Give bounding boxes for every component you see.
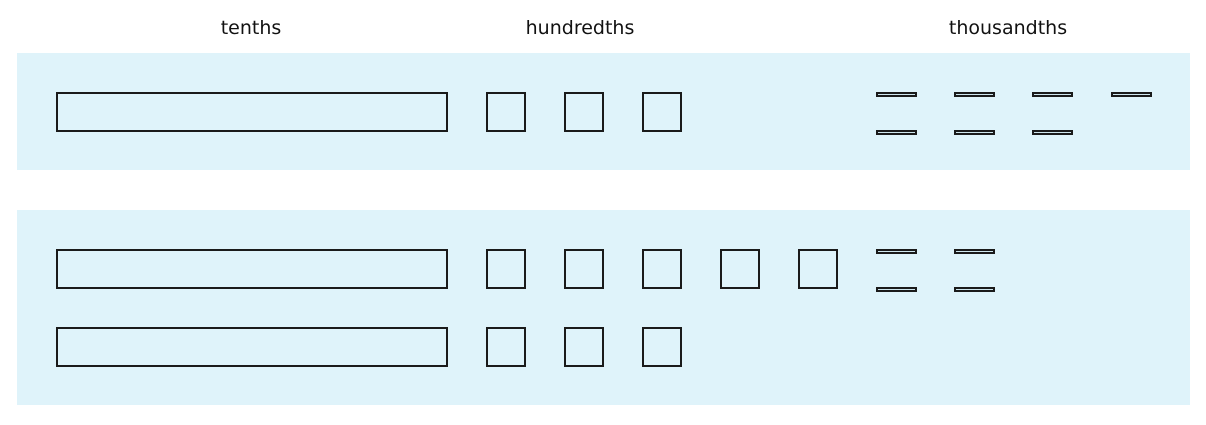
thousandth-block (954, 287, 995, 292)
thousandth-block (954, 130, 995, 135)
thousandth-block (876, 249, 917, 254)
tenth-block (56, 327, 448, 367)
hundredth-block (486, 327, 526, 367)
thousandth-block (1032, 92, 1073, 97)
hundredth-block (564, 92, 604, 132)
panel-bottom (17, 210, 1190, 405)
hundredth-block (642, 327, 682, 367)
thousandth-block (876, 130, 917, 135)
hundredth-block (798, 249, 838, 289)
thousandth-block (876, 287, 917, 292)
thousandth-block (876, 92, 917, 97)
hundredth-block (486, 249, 526, 289)
hundredth-block (642, 92, 682, 132)
hundredth-block (564, 327, 604, 367)
thousandth-block (954, 249, 995, 254)
header-thousandths: thousandths (948, 17, 1068, 39)
tenth-block (56, 92, 448, 132)
thousandth-block (954, 92, 995, 97)
hundredth-block (642, 249, 682, 289)
hundredth-block (564, 249, 604, 289)
header-tenths: tenths (220, 17, 282, 39)
tenth-block (56, 249, 448, 289)
hundredth-block (720, 249, 760, 289)
hundredth-block (486, 92, 526, 132)
thousandth-block (1032, 130, 1073, 135)
header-hundredths: hundredths (525, 17, 635, 39)
thousandth-block (1111, 92, 1152, 97)
